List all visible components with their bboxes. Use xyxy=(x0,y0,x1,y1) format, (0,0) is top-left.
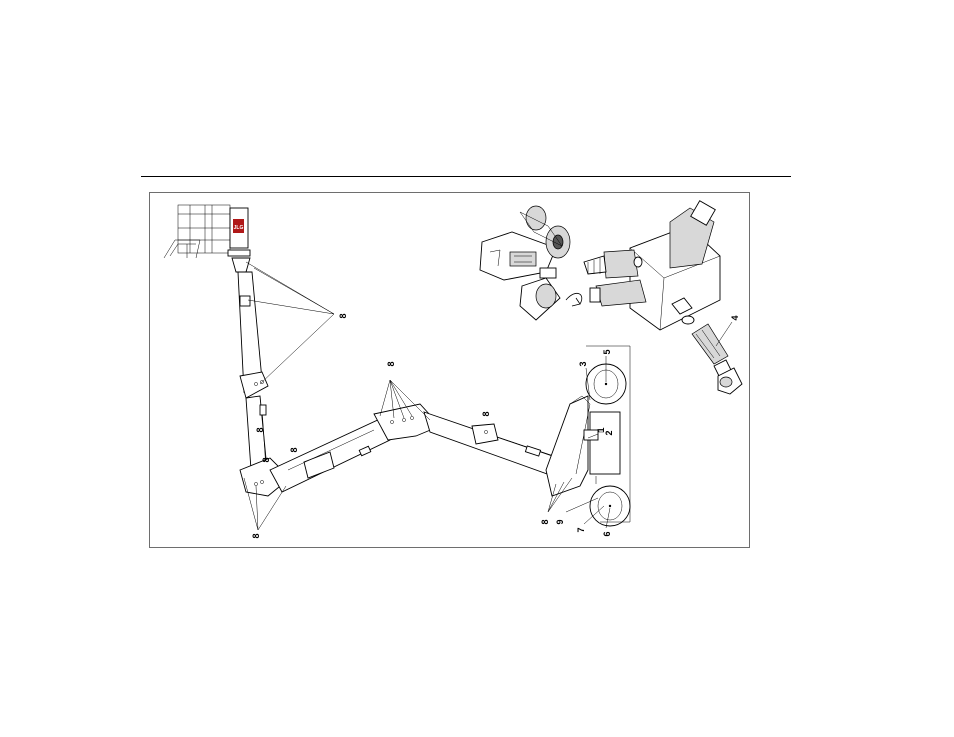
drive-hub-inset xyxy=(480,206,582,320)
logo-text: JLG xyxy=(234,225,244,231)
valve-block xyxy=(584,201,720,330)
callout-9: 9 xyxy=(555,519,565,524)
platform-basket: JLG xyxy=(164,205,250,272)
callout-4: 4 xyxy=(730,315,740,320)
callout-8-center: 8 xyxy=(386,361,396,366)
filter-cartridge xyxy=(692,324,742,394)
callout-7: 7 xyxy=(576,527,586,532)
callouts: 8 8 8 8 8 8 8 8 1 2 3 4 5 6 7 9 xyxy=(251,313,740,538)
callout-8-upper: 8 xyxy=(481,411,491,416)
callout-8-elbow-bottom: 8 xyxy=(251,533,261,538)
mid-boom xyxy=(270,418,390,492)
callout-3: 3 xyxy=(578,361,588,366)
wheel-front xyxy=(590,486,630,526)
upper-boom xyxy=(238,272,268,484)
callout-5: 5 xyxy=(602,349,612,354)
callout-8-elbow-c: 8 xyxy=(289,447,299,452)
turntable-chassis xyxy=(546,396,620,496)
callout-2: 2 xyxy=(604,430,614,435)
callout-8-elbow-b: 8 xyxy=(261,457,271,462)
callout-6: 6 xyxy=(602,531,612,536)
callout-8-elbow-a: 8 xyxy=(255,427,265,432)
callout-8-base: 8 xyxy=(540,519,550,524)
callout-8-basket: 8 xyxy=(338,313,348,318)
logo: JLG xyxy=(233,219,244,233)
